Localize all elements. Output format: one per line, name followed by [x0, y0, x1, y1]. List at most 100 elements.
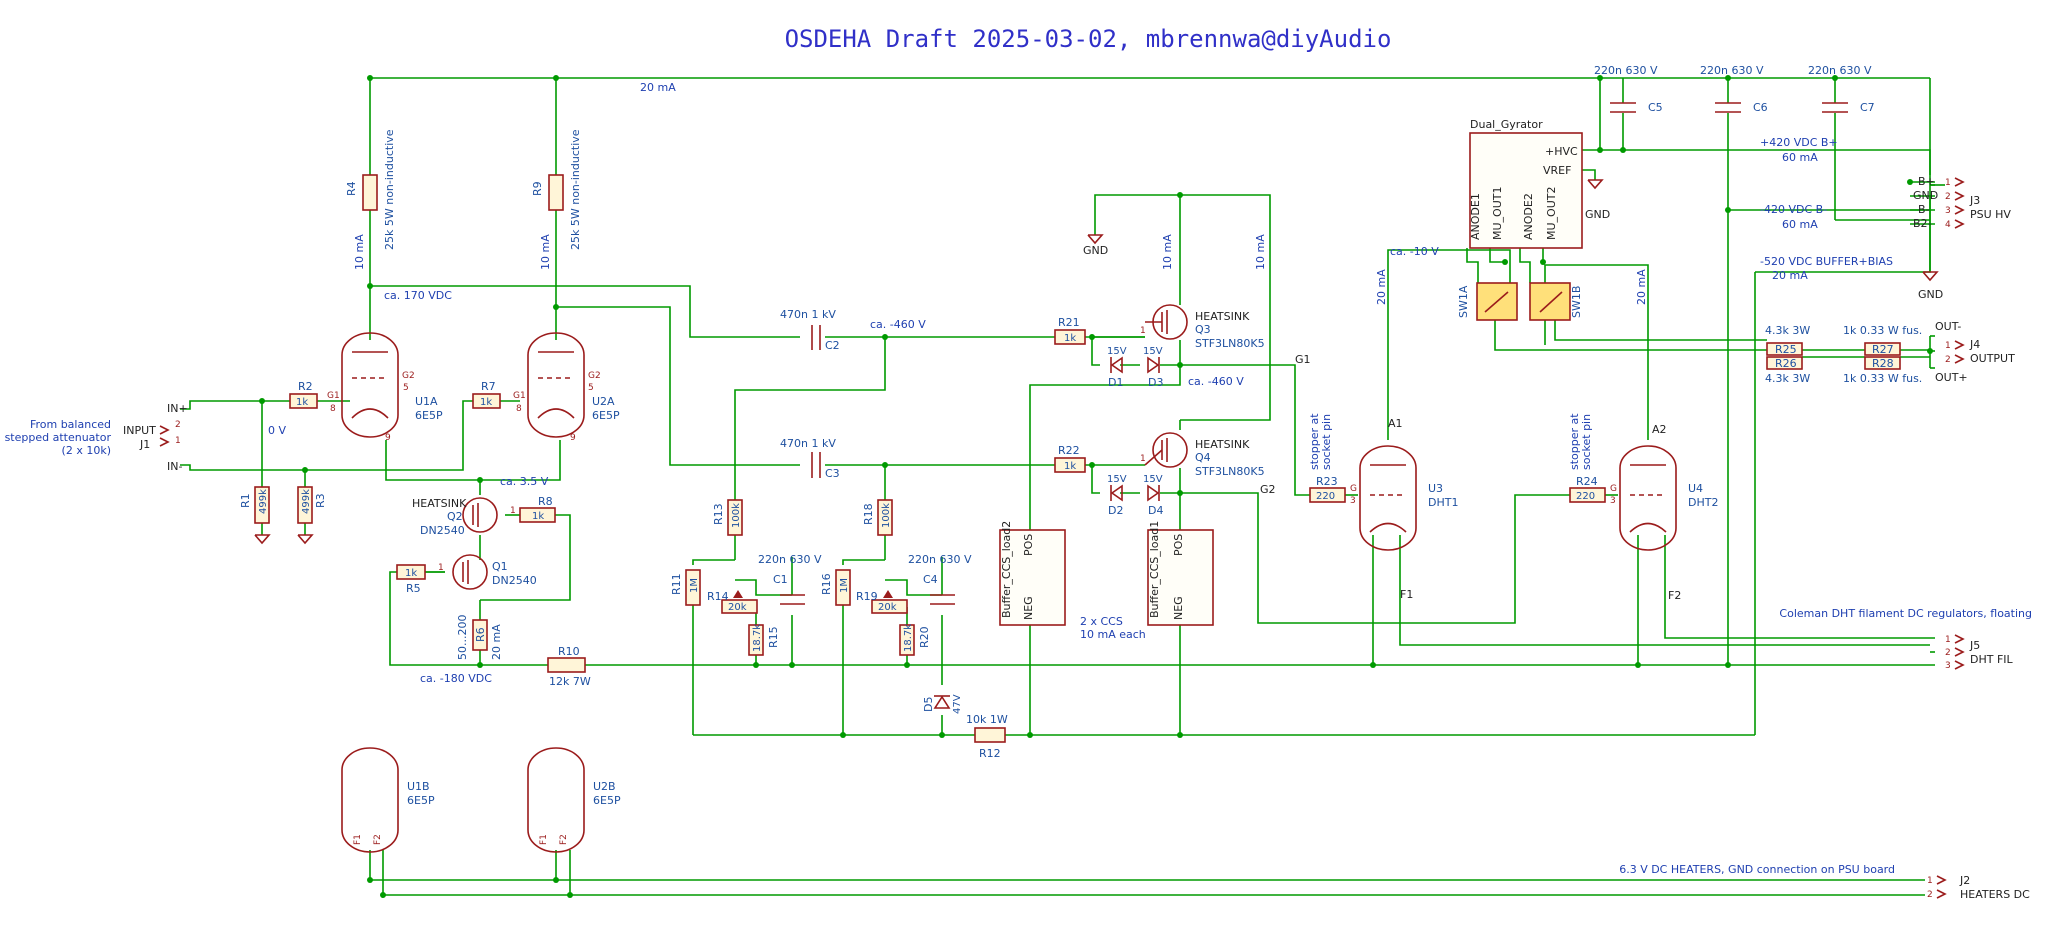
svg-text:1: 1 — [1927, 876, 1933, 886]
resistor-r16: R16 1M — [820, 569, 851, 606]
resistor-r18: R18 100k — [862, 499, 893, 536]
note-3-5v: ca. 3.5 V — [500, 475, 549, 488]
note-stopper-4: socket pin — [1580, 414, 1593, 470]
resistor-r5: R5 1k — [396, 564, 426, 595]
c7-value: 220n 630 V — [1808, 64, 1872, 77]
resistor-r6: R6 50...200 20 mA — [456, 615, 503, 660]
j5-ref: J5 — [1969, 639, 1980, 652]
r15-ref: R15 — [767, 626, 780, 648]
r5-value: 1k — [405, 568, 417, 579]
j1-ref: J1 — [139, 438, 150, 451]
r12-ref: R12 — [979, 747, 1001, 760]
net-g2: G2 — [1260, 483, 1276, 496]
r14-value: 20k — [728, 602, 747, 613]
gyrator-title: Dual_Gyrator — [1470, 118, 1543, 131]
resistor-r8: R8 1k — [519, 495, 556, 523]
note-minus420-i: 60 mA — [1782, 218, 1818, 231]
connector-j5: 123 J5 DHT FIL — [1945, 634, 2014, 671]
note-20ma-top: 20 mA — [640, 81, 676, 94]
note-minus460-a: ca. -460 V — [870, 318, 926, 331]
note-minus520: -520 VDC BUFFER+BIAS — [1760, 255, 1893, 268]
c6-ref: C6 — [1753, 101, 1768, 114]
r21-value: 1k — [1064, 333, 1076, 344]
j2-ref: J2 — [1959, 874, 1970, 887]
j3-gnd: GND — [1913, 189, 1938, 202]
resistor-r12: 10k 1W R12 — [966, 713, 1008, 760]
svg-text:G2: G2 — [402, 371, 415, 381]
d1-ref: D1 — [1108, 376, 1123, 389]
capacitor-c2: 470n 1 kV C2 — [780, 308, 840, 352]
r8-ref: R8 — [538, 495, 553, 508]
junctions — [259, 75, 1933, 898]
svg-text:1: 1 — [1140, 326, 1146, 336]
bcl2-neg: NEG — [1022, 596, 1035, 620]
r26-value: 4.3k 3W — [1765, 372, 1810, 385]
r23-ref: R23 — [1316, 475, 1338, 488]
svg-text:8: 8 — [330, 404, 336, 414]
gyrator-vref: VREF — [1543, 164, 1571, 177]
j3-ref: J3 — [1969, 194, 1980, 207]
resistor-r10: R10 12k 7W — [547, 645, 591, 688]
resistor-r27: R27 1k 0.33 W fus. — [1843, 324, 1922, 356]
u3-ref: U3 — [1428, 482, 1443, 495]
q3-value: STF3LN80K5 — [1195, 337, 1265, 350]
connector-j1: IN+ IN- 2 1 INPUT J1 From balanced stepp… — [5, 402, 188, 473]
j3-bplus: B+ — [1918, 175, 1935, 188]
u1a-value: 6E5P — [415, 409, 443, 422]
d3-ref: D3 — [1148, 376, 1163, 389]
r10-ref: R10 — [558, 645, 580, 658]
r18-ref: R18 — [862, 503, 875, 525]
j3-name: PSU HV — [1970, 208, 2011, 221]
r1-ref: R1 — [239, 493, 252, 508]
r6-range: 50...200 — [456, 615, 469, 660]
r21-ref: R21 — [1058, 316, 1080, 329]
r20-ref: R20 — [918, 626, 931, 648]
note-ccs-2: 10 mA each — [1080, 628, 1146, 641]
svg-text:G1: G1 — [327, 391, 340, 401]
potentiometer-r19: R19 20k — [856, 590, 908, 614]
note-plus420-i: 60 mA — [1782, 151, 1818, 164]
c4-ref: C4 — [923, 573, 938, 586]
resistor-r21: R21 1k — [1054, 316, 1086, 345]
resistor-r23: R23 220 — [1309, 475, 1346, 503]
c5-ref: C5 — [1648, 101, 1663, 114]
note-u3-current: 20 mA — [1375, 269, 1388, 305]
r11-value: 1M — [689, 578, 700, 593]
svg-text:F1: F1 — [353, 834, 363, 845]
q4-ref: Q4 — [1195, 451, 1211, 464]
r10-value: 12k 7W — [549, 675, 591, 688]
net-g1: G1 — [1295, 353, 1311, 366]
resistor-r3: R3 499k — [297, 486, 327, 524]
c4-value: 220n 630 V — [908, 553, 972, 566]
j3-b2minus: B2- — [1913, 217, 1932, 230]
note-plus420: +420 VDC B+ — [1760, 136, 1838, 149]
mosfet-q4: 1 HEATSINK Q4 STF3LN80K5 — [1140, 432, 1265, 478]
mosfet-q2: HEATSINK Q2 DN2540 1 — [412, 497, 516, 537]
svg-text:1: 1 — [1945, 635, 1951, 645]
switch-sw1a: SW1A — [1457, 282, 1518, 321]
zener-d3: 15V D3 — [1143, 346, 1163, 389]
svg-text:9: 9 — [570, 433, 576, 443]
q1-value: DN2540 — [492, 574, 537, 587]
tube-u1b: U1B 6E5P F1 F2 — [341, 747, 435, 853]
zener-d5: D5 47V — [922, 694, 963, 714]
tube-u2a: U2A 6E5P G1 G2 8 5 9 — [513, 332, 620, 443]
r2-value: 1k — [296, 397, 308, 408]
c2-value: 470n 1 kV — [780, 308, 836, 321]
r11-ref: R11 — [670, 573, 683, 595]
u1b-value: 6E5P — [407, 794, 435, 807]
j1-in-plus: IN+ — [167, 402, 188, 415]
gyrator-anode1: ANODE1 — [1469, 193, 1482, 240]
note-r4-current: 10 mA — [353, 234, 366, 270]
a2-label: A2 — [1652, 423, 1667, 436]
note-minus460-b: ca. -460 V — [1188, 375, 1244, 388]
svg-text:1: 1 — [1140, 454, 1146, 464]
gyrator-anode2: ANODE2 — [1522, 193, 1535, 240]
capacitor-c5: 220n 630 V C5 — [1594, 64, 1663, 114]
r18-value: 100k — [881, 503, 892, 528]
u3-value: DHT1 — [1428, 496, 1458, 509]
resistor-r15: R15 18.7k — [748, 624, 780, 656]
svg-text:3: 3 — [1610, 496, 1616, 506]
r23-value: 220 — [1316, 491, 1335, 502]
